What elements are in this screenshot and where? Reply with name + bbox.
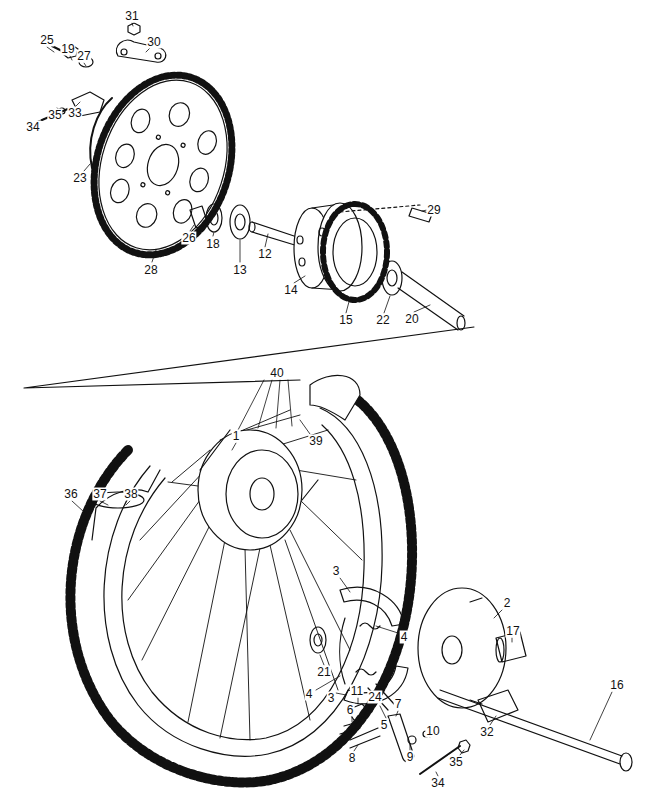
- callout-number: 12: [257, 248, 272, 261]
- callout-number: 4: [400, 631, 409, 644]
- callout-number: 29: [426, 204, 441, 217]
- callout-number: 4: [305, 688, 314, 701]
- callout-number: 30: [146, 36, 161, 49]
- callout-number: 11: [350, 685, 364, 698]
- callout-number: 14: [283, 284, 298, 297]
- callout-number: 13: [232, 264, 247, 277]
- callout-number: 37: [92, 488, 107, 501]
- callout-number: 6: [346, 704, 355, 717]
- sprocket: [72, 57, 254, 273]
- callout-number: 9: [406, 751, 415, 764]
- callout-number: 26: [181, 232, 196, 245]
- callout-number: 24: [367, 691, 382, 704]
- callout-number: 19: [60, 43, 75, 56]
- callout-number: 35: [47, 109, 62, 122]
- callout-number: 40: [269, 367, 284, 380]
- callout-number: 7: [394, 698, 403, 711]
- callout-number: 18: [205, 238, 220, 251]
- callout-number: 8: [348, 752, 357, 765]
- callout-number: 34: [430, 777, 445, 790]
- callout-number: 21: [316, 666, 331, 679]
- callout-number: 38: [123, 488, 138, 501]
- callout-number: 10: [425, 725, 440, 738]
- leader-lines: [38, 23, 612, 776]
- callout-number: 32: [479, 726, 494, 739]
- callout-number: 35: [448, 756, 463, 769]
- callout-number: 17: [505, 625, 520, 638]
- callout-number: 25: [39, 34, 54, 47]
- callout-number: 39: [308, 435, 323, 448]
- callout-number: 20: [404, 313, 419, 326]
- callout-number: 1: [232, 430, 241, 443]
- callout-number: 23: [72, 172, 87, 185]
- callout-number: 3: [327, 692, 336, 705]
- callout-number: 34: [25, 121, 40, 134]
- callout-number: 15: [338, 314, 353, 327]
- section-line: [24, 327, 474, 388]
- callout-number: 28: [143, 264, 158, 277]
- callout-number: 22: [375, 314, 390, 327]
- callout-number: 31: [124, 10, 139, 23]
- callout-number: 3: [332, 565, 341, 578]
- callout-number: 5: [380, 719, 389, 732]
- callout-number: 27: [76, 50, 91, 63]
- callout-number: 16: [609, 679, 624, 692]
- callout-number: 2: [503, 597, 512, 610]
- callout-number: 36: [63, 488, 78, 501]
- callout-number: 33: [67, 107, 82, 120]
